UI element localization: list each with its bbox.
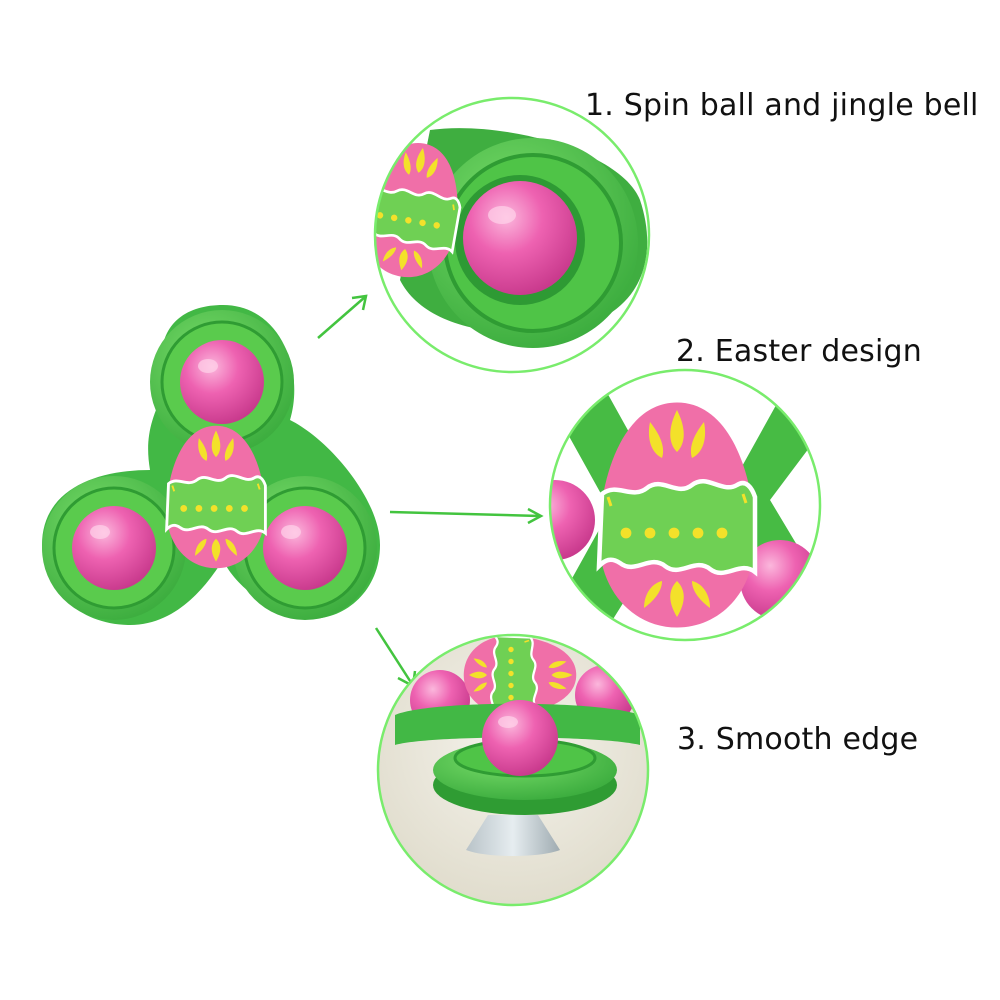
- detail-circle-easter-egg: [548, 368, 822, 642]
- arrow-to-detail-1: [317, 294, 368, 339]
- arrow-to-detail-3: [374, 627, 417, 688]
- detail-circle-side-view: [376, 633, 650, 907]
- spinner-toy: [40, 305, 380, 625]
- caption-easter-design: 2. Easter design: [676, 334, 922, 369]
- caption-spin-ball: 1. Spin ball and jingle bell: [585, 88, 979, 123]
- arrow-to-detail-2: [389, 507, 544, 525]
- detail-circle-spin-ball: [373, 96, 651, 374]
- caption-smooth-edge: 3. Smooth edge: [677, 722, 919, 757]
